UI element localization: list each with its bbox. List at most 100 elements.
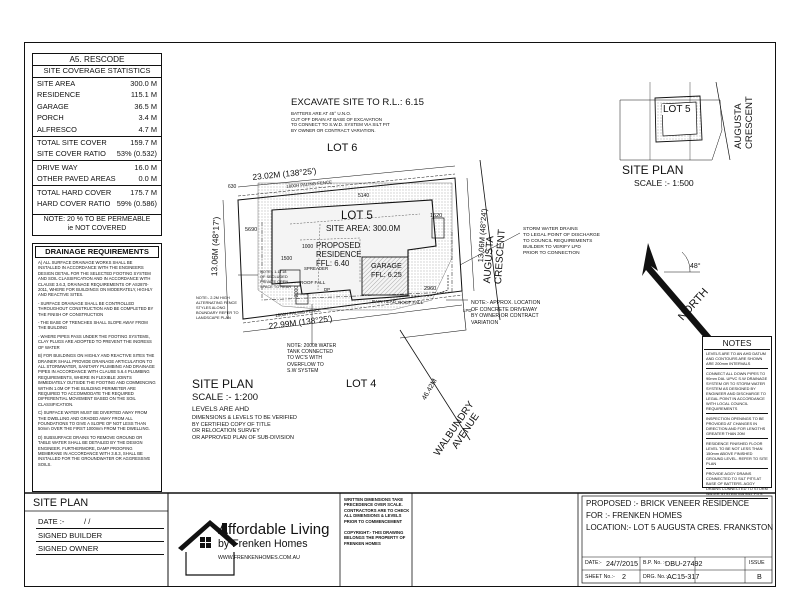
- coverage-row-label: TOTAL SITE COVER: [37, 138, 107, 147]
- drainage-paragraph: A) ALL SURFACE DRAINAGE WORKS SHALL BE I…: [38, 260, 153, 298]
- coverage-row-value: 3.4 M: [138, 113, 157, 123]
- title-block-frame: [24, 492, 776, 587]
- drainage-paragraph: - WHERE PIPES PASS UNDER THE FOOTING SYS…: [38, 333, 152, 350]
- dim-left: 13.06M (48°17'): [209, 216, 222, 277]
- proposed-label: PROPOSED :- BRICK VENEER RESIDENCE: [586, 499, 750, 508]
- drainage-paragraph: - THE BASE OF TRENCHES SHALL SLOPE AWAY …: [38, 320, 148, 331]
- lot4-label: LOT 4: [346, 378, 377, 390]
- storm-water-pipe: [261, 222, 453, 301]
- notes-panel: NOTES LEVELS ARE TO AN AHD DATUM AND CON…: [702, 336, 772, 499]
- coverage-row-value: 59% (0.586): [116, 199, 157, 208]
- walbundry-avenue-road: [399, 329, 471, 441]
- locality-lot-label: LOT 5: [662, 104, 692, 115]
- coverage-row-label: RESIDENCE: [37, 90, 81, 100]
- rain-head-label: RAIN HEAD: [372, 299, 396, 304]
- augusta-crescent-road: [479, 159, 501, 321]
- coverage-row-label: ALFRESCO: [37, 124, 77, 134]
- coverage-subheading: SITE COVERAGE STATISTICS: [43, 66, 151, 75]
- drawing-sheet: [24, 42, 776, 587]
- driveway-note: NOTE:- APPROX. LOCATION OF CONCRETE DRIV…: [471, 300, 541, 326]
- permeable-note-2: ie NOT COVERED: [67, 225, 127, 232]
- copyright-note: COPYRIGHT:- THIS DRAWING BELONGS THE PRO…: [344, 530, 406, 546]
- date-field-label: DATE:-: [585, 560, 602, 566]
- coverage-row-value: 300.0 M: [130, 79, 157, 88]
- garage-label: GARAGE FFL: 6.25: [371, 261, 402, 279]
- coverage-row-value: 36.5 M: [134, 101, 157, 111]
- lot5-title: LOT 5: [341, 210, 373, 222]
- signed-owner-label: SIGNED OWNER: [38, 544, 99, 553]
- north-angle: 48°: [690, 263, 701, 270]
- residence-label: PROPOSED RESIDENCE FFL: 6.40: [316, 241, 362, 268]
- porch-outline: [431, 217, 445, 239]
- coverage-row: ALFRESCO 4.7 M: [33, 124, 161, 135]
- augusta-crescent-label: AUGUSTA CRESCENT: [482, 228, 508, 285]
- dim-1500: 1500: [281, 256, 293, 262]
- note-item: CONNECT ALL DOWN PIPES TO 90mm DIA. UPVC…: [706, 371, 768, 414]
- coverage-row: HARD COVER RATIO 59% (0.586): [33, 198, 161, 209]
- coverage-row-value: 4.7 M: [138, 124, 157, 134]
- dim-1620: 1620: [430, 213, 443, 219]
- locality-street-label: AUGUSTA CRESCENT: [733, 96, 755, 149]
- fence-note: NOTE:- 2.2M HIGH ALTERNATING FENCE STYLE…: [196, 295, 239, 320]
- coverage-row-value: 0.0 M: [138, 174, 157, 184]
- coverage-row-label: GARAGE: [37, 101, 69, 111]
- note-item: LEVELS ARE TO AN AHD DATUM AND CONTOURS …: [706, 351, 768, 369]
- locality-title: SITE PLAN: [622, 163, 684, 177]
- drainage-heading: DRAINAGE REQUIREMENTS: [35, 246, 159, 258]
- signed-builder-label: SIGNED BUILDER: [38, 531, 103, 540]
- permeable-note: NOTE: 20 % TO BE PERMEABLE: [43, 216, 151, 223]
- for-label: FOR :- FRENKEN HOMES: [586, 511, 683, 520]
- location-label: LOCATION:- LOT 5 AUGUSTA CRES. FRANKSTON: [586, 523, 773, 532]
- coverage-row-label: DRIVE WAY: [37, 162, 78, 172]
- brand-url: WWW.FRENKENHOMES.COM.AU: [218, 555, 300, 561]
- roof-fall-1: ROOF FALL: [300, 280, 326, 285]
- drainage-requirements-panel: DRAINAGE REQUIREMENTS A) ALL SURFACE DRA…: [32, 243, 162, 492]
- dim-5140: 5140: [358, 193, 370, 199]
- coverage-row: TOTAL HARD COVER 175.7 M: [33, 187, 161, 198]
- coverage-row-label: TOTAL HARD COVER: [37, 187, 112, 197]
- levels-label: LEVELS ARE AHD: [192, 406, 250, 413]
- private-space-note: NOTE:- 1.1T18 OF SECLUDED PRIVATE OPEN S…: [260, 269, 292, 289]
- note-item: RESIDENCE FINISHED FLOOR LEVEL TO BE NOT…: [706, 441, 768, 469]
- downpipe-label: DP: [324, 287, 331, 292]
- note-item: INSPECTION OPENINGS TO BE PROVIDED AT CH…: [706, 416, 768, 439]
- coverage-row: DRIVE WAY 16.0 M: [33, 162, 161, 173]
- dim-5690: 5690: [245, 227, 258, 233]
- date-field-value: 24/7/2015: [606, 559, 638, 568]
- garage-outline: [361, 256, 409, 296]
- dimensions-note: DIMENSIONS & LEVELS TO BE VERIFIED BY CE…: [192, 415, 297, 441]
- coverage-row: SITE COVER RATIO 53% (0.532): [33, 148, 161, 159]
- note-item: PROVIDE AGGY DRAINS CONNECTED TO SILT PI…: [706, 471, 768, 499]
- sheet-value: 2: [622, 572, 626, 581]
- notes-items: LEVELS ARE TO AN AHD DATUM AND CONTOURS …: [706, 351, 768, 501]
- brand-sub: by Frenken Homes: [218, 538, 308, 550]
- storm-water-note: STORM WATER DRAINS TO LEGAL POINT OF DIS…: [523, 227, 600, 256]
- date-label: DATE :-: [38, 517, 65, 526]
- site-plan-scale: SCALE :- 1:200: [192, 392, 259, 403]
- drainage-paragraphs: A) ALL SURFACE DRAINAGE WORKS SHALL BE I…: [38, 260, 156, 470]
- site-plan-title: SITE PLAN: [192, 377, 254, 391]
- site-area-label: SITE AREA: 300.0M: [326, 224, 401, 233]
- roof-fall-2: ROOF FALL: [398, 300, 424, 305]
- drainage-paragraph: - SURFACE DRAINAGE SHALL BE CONTROLLED T…: [38, 300, 154, 317]
- drainage-paragraph: B) FOR BUILDINGS ON HIGHLY AND REACTIVE …: [38, 353, 156, 407]
- coverage-row-value: 16.0 M: [134, 162, 157, 172]
- drg-value: AC15-317: [667, 572, 700, 581]
- coverage-row-label: HARD COVER RATIO: [37, 199, 111, 208]
- brand-main: Affordable Living: [218, 521, 330, 538]
- locality-scale: SCALE :- 1:500: [634, 178, 694, 188]
- drg-label: DRG. No.:-: [643, 574, 669, 580]
- coverage-row-value: 175.7 M: [130, 187, 157, 197]
- alfresco-outline: [279, 269, 301, 287]
- bp-label: B.P. No. :-: [643, 560, 667, 566]
- north-arrow: [642, 243, 712, 340]
- excavate-title: EXCAVATE SITE TO R.L.: 6.15: [291, 97, 424, 108]
- coverage-row-value: 53% (0.532): [116, 149, 157, 159]
- title-block-title: SITE PLAN: [33, 497, 89, 509]
- coverage-row-label: SITE COVER RATIO: [37, 149, 106, 159]
